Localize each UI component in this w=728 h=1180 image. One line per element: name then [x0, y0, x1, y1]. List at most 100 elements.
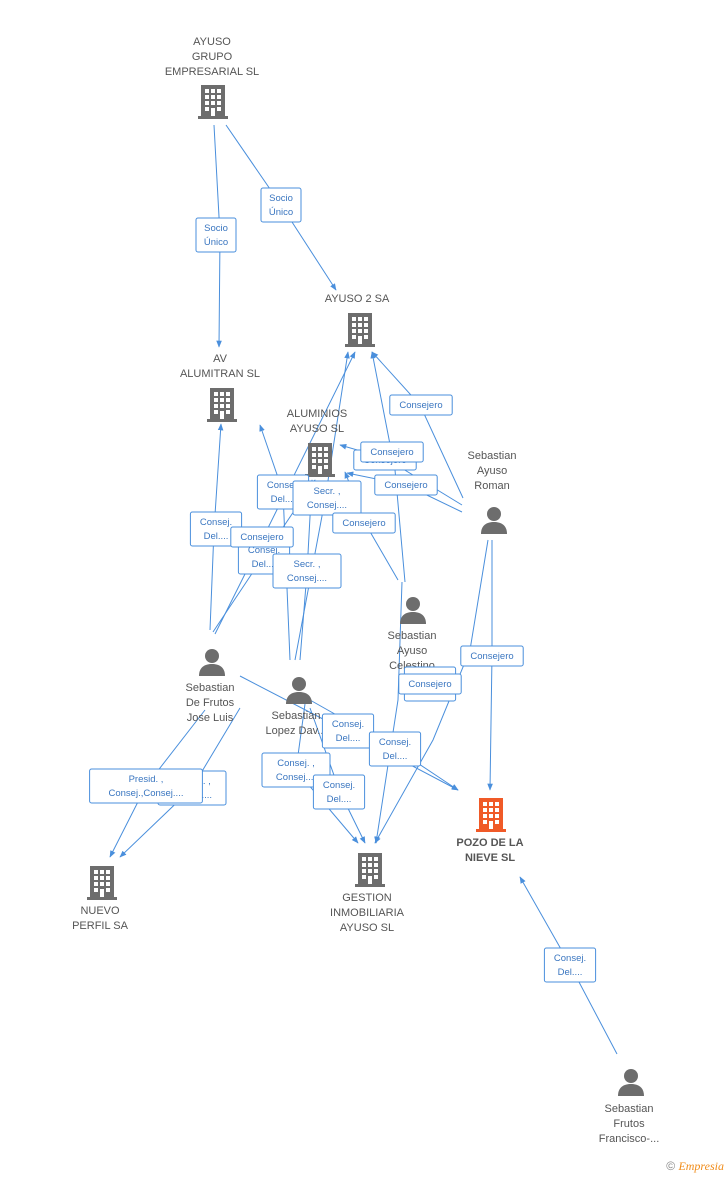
relationship-label-text: Socio: [204, 223, 228, 234]
relationship-label-box: [543, 947, 597, 983]
footer-credit[interactable]: © Empresia: [666, 1159, 724, 1174]
node-label: GRUPO: [192, 51, 233, 63]
relationship-label-text: Consejero: [384, 480, 427, 491]
node-label: Lopez Dav...: [266, 725, 327, 737]
relationship-label-box: [321, 713, 375, 749]
relationship-label-text: Del....: [336, 733, 361, 744]
relationship-label-box: [292, 480, 362, 516]
node-label: GESTION: [342, 892, 392, 904]
relationship-label[interactable]: Secr. , Consej....: [272, 553, 342, 589]
relationship-label[interactable]: Consej. Del....: [368, 731, 422, 767]
company-node[interactable]: AYUSO 2 SA: [325, 293, 390, 347]
node-label: Ayuso: [397, 645, 427, 657]
relationship-label[interactable]: Consejero: [360, 441, 424, 463]
relationship-label[interactable]: Consejero: [332, 512, 396, 534]
relationship-label-text: Consej.: [332, 719, 364, 730]
relationship-label-text: Consej.: [248, 545, 280, 556]
relationship-label-box: [360, 441, 424, 463]
relationship-label-box: [389, 394, 453, 416]
company-node[interactable]: AYUSO GRUPO EMPRESARIAL SL: [165, 36, 259, 119]
relationship-label[interactable]: Secr. , Consej....: [292, 480, 362, 516]
relationship-label-text: Consejero: [408, 679, 451, 690]
relationship-label-text: Consejero: [342, 518, 385, 529]
node-label: Sebastian: [468, 450, 517, 462]
person-icon: [481, 507, 507, 534]
relationship-label[interactable]: Consejero: [398, 673, 462, 695]
relationship-label-text: Consejero: [240, 532, 283, 543]
relationship-label[interactable]: Consej. Del....: [543, 947, 597, 983]
relationship-label-text: Consej....: [287, 573, 327, 584]
relationship-label-text: Consej....: [276, 772, 316, 783]
building-icon: [305, 443, 335, 477]
relationship-label-text: Consej....: [307, 500, 347, 511]
relationship-label-text: Secr. ,: [314, 486, 341, 497]
relationship-label-text: Del....: [383, 751, 408, 762]
relationship-label-text: Del....: [252, 559, 277, 570]
relationship-label-box: [312, 774, 366, 810]
relationship-label-text: Consej.: [267, 480, 299, 491]
relationship-label-box: [374, 474, 438, 496]
relationship-label-box: [368, 731, 422, 767]
node-label: POZO DE LA: [456, 837, 523, 849]
relationship-label-text: Consej.: [200, 517, 232, 528]
node-label: Frutos: [613, 1118, 645, 1130]
relationship-label-text: Consej.: [379, 737, 411, 748]
relationship-label-text: Secr. ,: [294, 559, 321, 570]
node-label: NUEVO: [80, 905, 120, 917]
relationship-label-text: Del....: [327, 794, 352, 805]
relationship-label-text: Socio: [269, 193, 293, 204]
building-icon: [476, 798, 506, 832]
relationship-label[interactable]: Consej. Del....: [321, 713, 375, 749]
node-label: ALUMINIOS: [287, 408, 348, 420]
node-label: Ayuso: [477, 465, 507, 477]
relationship-label-text: Consej.: [323, 780, 355, 791]
relationship-label-text: Consejero: [470, 651, 513, 662]
relationship-label-text: Presid. ,: [129, 774, 164, 785]
relationship-label[interactable]: Consejero: [230, 526, 294, 548]
node-label: De Frutos: [186, 697, 235, 709]
relationship-label[interactable]: Consejero: [389, 394, 453, 416]
node-label: NIEVE SL: [465, 852, 515, 864]
node-label: Sebastian: [605, 1103, 654, 1115]
node-label: PERFIL SA: [72, 920, 128, 932]
building-icon: [355, 853, 385, 887]
company-node[interactable]: NUEVO PERFIL SA: [72, 866, 129, 932]
relationship-label[interactable]: Consejero: [460, 645, 524, 667]
relationship-label[interactable]: Consejero: [374, 474, 438, 496]
relationship-label-box: [195, 217, 237, 253]
node-label: Sebastian: [186, 682, 235, 694]
relationship-label-text: Del....: [558, 967, 583, 978]
relationship-edge: [374, 581, 403, 844]
person-icon: [199, 649, 225, 676]
node-label: Sebastian: [272, 710, 321, 722]
relationship-label[interactable]: Consej. Del....: [189, 511, 243, 547]
node-label: Francisco-...: [599, 1133, 660, 1145]
node-label: AV: [213, 353, 228, 365]
relationship-label-text: Del....: [271, 494, 296, 505]
relationship-label[interactable]: Presid. ,Consej.,Consej....: [89, 768, 203, 804]
building-icon: [87, 866, 117, 900]
relationship-label-text: Único: [269, 207, 293, 218]
person-icon: [286, 677, 312, 704]
edge-labels-layer: SocioÚnicoSocioÚnicoConsejeroConsejeroCo…: [89, 187, 597, 983]
relationship-label-text: Único: [204, 237, 228, 248]
relationship-label-text: Consejero: [370, 447, 413, 458]
company-node[interactable]: POZO DE LA NIEVE SL: [456, 798, 524, 864]
brand-logo: Empresia: [678, 1159, 724, 1173]
relationship-label-text: Consej.: [554, 953, 586, 964]
relationship-label-text: Del....: [204, 531, 229, 542]
person-node[interactable]: SebastianFrutosFrancisco-...: [599, 1069, 660, 1145]
node-label: EMPRESARIAL SL: [165, 66, 259, 78]
node-label: AYUSO: [193, 36, 231, 48]
relationship-label[interactable]: Consej. Del....: [312, 774, 366, 810]
